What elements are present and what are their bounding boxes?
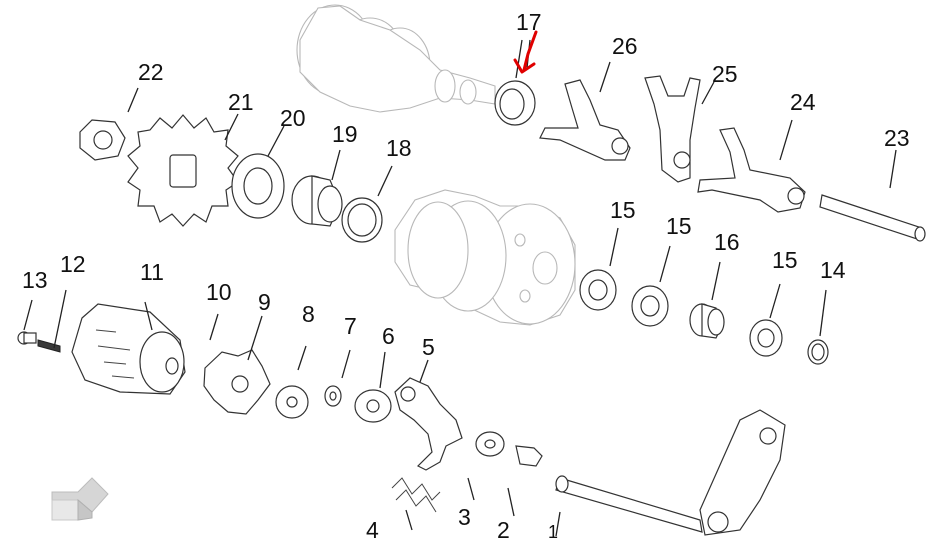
part-10-shift-cam[interactable]	[203, 349, 271, 415]
highlight-arrow	[513, 30, 538, 74]
label-part-26: 26	[612, 33, 638, 59]
part-15-washer-b[interactable]	[631, 285, 669, 327]
part-13-pin[interactable]	[17, 331, 37, 345]
label-part-23: 23	[884, 125, 910, 151]
leader-lines	[23, 39, 897, 537]
label-part-7: 7	[344, 313, 357, 339]
label-part-5: 5	[422, 334, 435, 360]
label-part-8: 8	[302, 301, 315, 327]
part-19-bearing[interactable]	[291, 175, 343, 227]
part-4-spring[interactable]	[391, 477, 441, 513]
part-2-bolt[interactable]	[515, 445, 543, 467]
part-25-shift-fork[interactable]	[644, 75, 701, 183]
part-22-nut[interactable]	[79, 119, 126, 161]
label-part-24: 24	[790, 89, 816, 115]
label-part-18: 18	[386, 135, 412, 161]
label-part-10: 10	[206, 279, 232, 305]
label-part-11: 11	[140, 259, 164, 285]
part-9-bolt[interactable]	[275, 385, 309, 419]
label-part-1: 1	[548, 522, 558, 541]
label-part-12: 12	[60, 251, 86, 277]
part-14-circlip[interactable]	[807, 339, 829, 365]
part-20-lock-washer[interactable]	[231, 153, 285, 219]
part-17-seal[interactable]	[494, 80, 536, 126]
part-16-bearing[interactable]	[689, 303, 725, 339]
label-part-19: 19	[332, 121, 358, 147]
label-part-20: 20	[280, 105, 306, 131]
label-part-14: 14	[820, 257, 846, 283]
lower-gear-shaft	[394, 189, 576, 326]
part-15-washer-c[interactable]	[749, 319, 783, 357]
part-5-stopper-lever[interactable]	[394, 377, 463, 471]
label-part-16: 16	[714, 229, 740, 255]
label-part-3: 3	[458, 504, 471, 530]
label-part-2: 2	[497, 517, 510, 541]
label-part-17: 17	[516, 9, 542, 35]
label-part-6: 6	[382, 323, 395, 349]
part-1-shift-shaft[interactable]	[555, 409, 786, 536]
part-15-washer-a[interactable]	[579, 269, 617, 311]
label-part-25: 25	[712, 61, 738, 87]
part-12-spring[interactable]	[37, 339, 61, 353]
part-21-sprocket[interactable]	[127, 114, 239, 227]
label-part-21: 21	[228, 89, 254, 115]
part-24-shift-fork[interactable]	[697, 127, 806, 213]
label-part-15-c: 15	[772, 247, 798, 273]
part-6-washer[interactable]	[354, 389, 392, 423]
label-part-9: 9	[258, 289, 271, 315]
part-11-shift-drum[interactable]	[71, 303, 186, 395]
upper-gear-shaft	[296, 4, 496, 113]
label-part-15-a: 15	[610, 197, 636, 223]
part-18-ring[interactable]	[341, 197, 383, 243]
part-23-fork-rod[interactable]	[819, 194, 926, 242]
part-26-shift-fork[interactable]	[539, 79, 631, 161]
arrow-3d-icon[interactable]	[51, 477, 109, 521]
part-3-washer[interactable]	[475, 431, 505, 457]
label-part-4: 4	[366, 517, 379, 541]
part-labels: 1 2 3 4 5 6 7 8 9 10 11 12 13 14 15 15 1…	[22, 9, 910, 541]
label-part-15-b: 15	[666, 213, 692, 239]
label-part-22: 22	[138, 59, 164, 85]
label-part-13: 13	[22, 267, 48, 293]
part-7-washer[interactable]	[324, 385, 342, 407]
